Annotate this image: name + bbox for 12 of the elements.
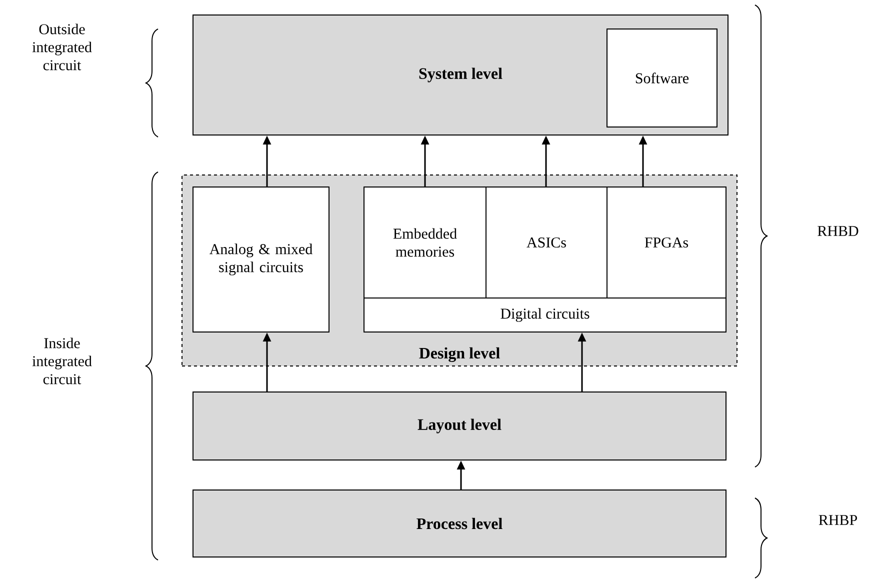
software-box: Software xyxy=(606,28,718,128)
circuit-box: ASICs xyxy=(486,186,608,298)
circuit-box: Embedded memories xyxy=(364,186,486,298)
side-label: Inside integrated circuit xyxy=(32,338,92,384)
side-label: Outside integrated circuit xyxy=(32,24,92,70)
level-box: Process level xyxy=(192,490,726,558)
side-label: RHBD xyxy=(818,226,858,236)
digital-circuits-box: Digital circuits xyxy=(364,298,726,332)
circuit-box: FPGAs xyxy=(606,186,726,298)
circuit-box: Analog & mixed signal circuits xyxy=(192,186,330,332)
level-box: Layout level xyxy=(192,392,726,460)
side-label: RHBP xyxy=(818,515,857,525)
